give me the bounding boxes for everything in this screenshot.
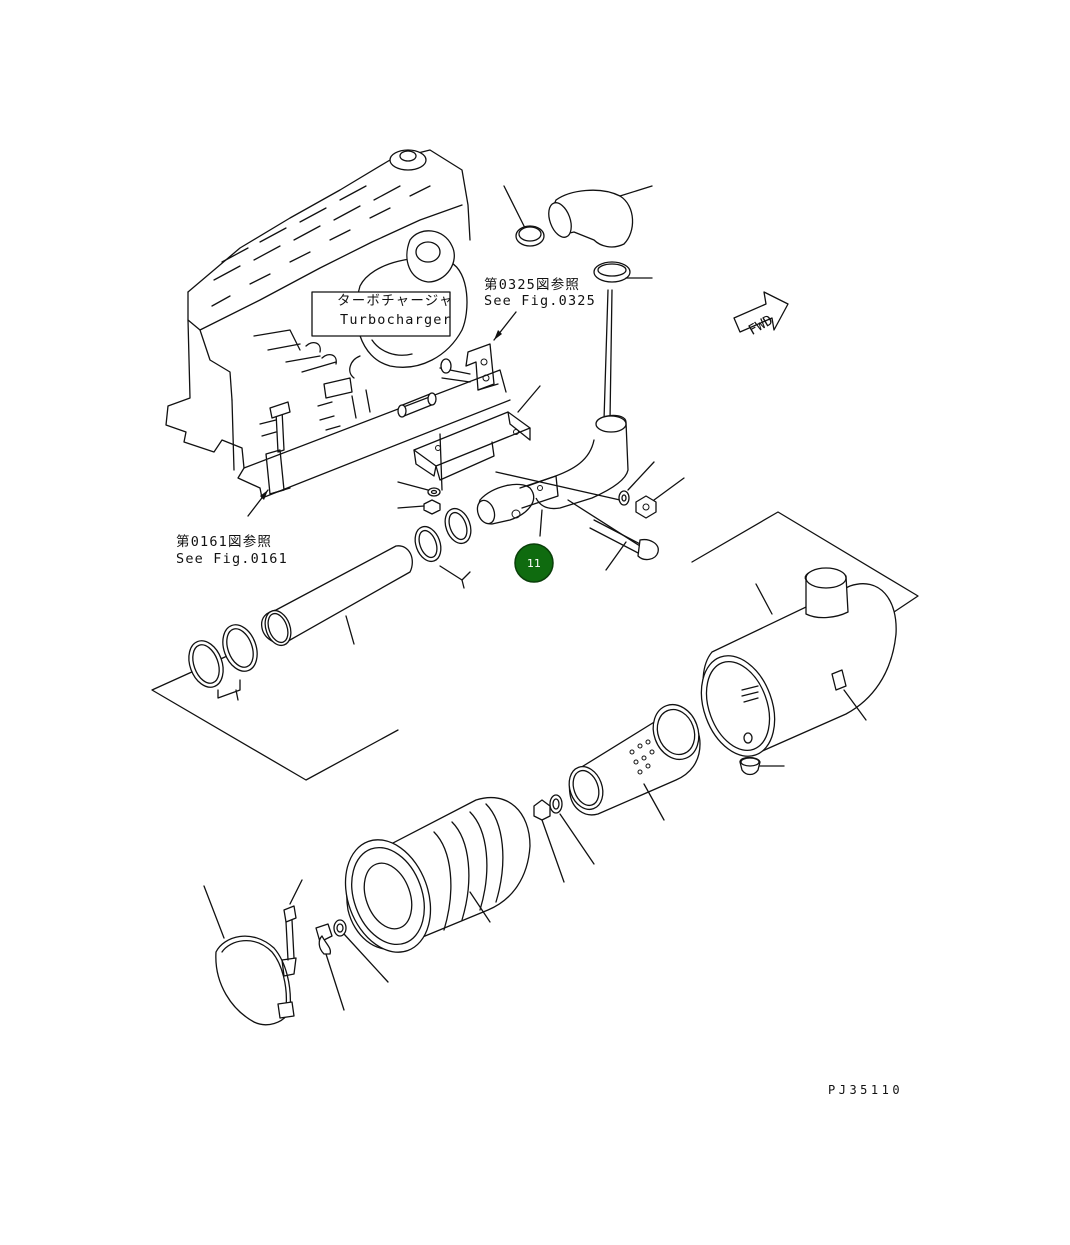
clamp-bolt bbox=[281, 879, 303, 977]
bracket-fig-0325 bbox=[439, 311, 517, 391]
turbocharger-label-en: Turbocharger bbox=[340, 312, 452, 328]
bracket-fig-0161 bbox=[247, 401, 291, 517]
mounting-bracket bbox=[413, 385, 541, 481]
ref-0325-jp: 第0325図参照 bbox=[484, 276, 580, 293]
callout-11[interactable]: 11 bbox=[514, 543, 554, 583]
hose-clamp-top bbox=[503, 185, 545, 247]
nut-left bbox=[397, 499, 441, 515]
hose-clamp-pair-middle bbox=[414, 507, 472, 589]
washer-lower bbox=[333, 919, 389, 983]
primary-element bbox=[344, 797, 531, 953]
long-bolt bbox=[439, 433, 659, 571]
engine-block bbox=[165, 149, 511, 499]
figure-code: PJ35110 bbox=[828, 1083, 903, 1097]
wing-nut-lower bbox=[315, 923, 345, 1011]
turbocharger-label-jp: ターボチャージャ bbox=[337, 293, 454, 309]
ref-0325-en: See Fig.0325 bbox=[484, 293, 596, 309]
turbocharger bbox=[311, 230, 468, 379]
intake-pipe bbox=[476, 289, 629, 537]
elbow-hose bbox=[548, 185, 653, 248]
washer-center bbox=[549, 794, 595, 865]
washer-right bbox=[618, 461, 655, 506]
drain-valve bbox=[739, 756, 785, 776]
nut-right bbox=[635, 477, 685, 519]
band-clamp bbox=[203, 885, 295, 1026]
hose-clamp-middle bbox=[593, 261, 653, 283]
air-cleaner-body bbox=[691, 511, 919, 757]
hose-clamp-pair-left bbox=[151, 624, 399, 781]
wing-nut-center bbox=[533, 799, 565, 883]
fwd-arrow-icon bbox=[733, 291, 789, 333]
callout-11-circle[interactable] bbox=[514, 543, 554, 583]
ref-0161-en: See Fig.0161 bbox=[176, 551, 288, 567]
safety-element bbox=[568, 703, 701, 821]
callout-11-number[interactable]: 11 bbox=[527, 557, 541, 570]
intake-tube bbox=[260, 545, 413, 647]
ref-0161-jp: 第0161図参照 bbox=[176, 533, 272, 550]
washer-left bbox=[397, 481, 441, 497]
